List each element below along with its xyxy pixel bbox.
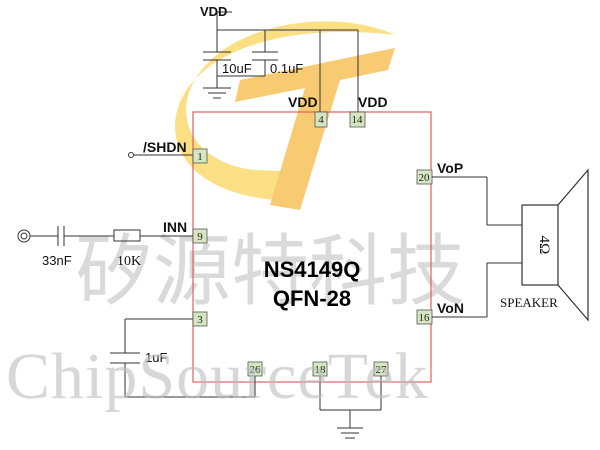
pin-14	[349, 111, 366, 128]
speaker-label: SPEAKER	[500, 295, 558, 310]
chip-name: NS4149Q	[264, 257, 361, 282]
pin9-num: 9	[197, 231, 203, 243]
pin-26	[247, 361, 263, 377]
cap-01uf-label: 0.1uF	[270, 61, 303, 76]
vop-label: VoP	[437, 160, 463, 176]
pin27-num: 27	[376, 364, 388, 376]
input-net	[17, 226, 193, 246]
pin14-num: 14	[352, 114, 364, 126]
inn-label: INN	[163, 219, 187, 235]
pin-3	[192, 311, 208, 327]
ground-net	[319, 376, 382, 439]
pin20-num: 20	[419, 172, 431, 184]
pin1-num: 1	[197, 151, 203, 163]
chip-package: QFN-28	[273, 286, 351, 311]
bypass-net	[110, 318, 256, 398]
pin4-num: 4	[318, 114, 324, 126]
shdn-net	[128, 152, 193, 158]
vdd-supply	[203, 11, 359, 112]
cap-10uf-label: 10uF	[222, 61, 252, 76]
speaker-icon	[521, 168, 589, 322]
pin14-label: VDD	[358, 94, 388, 110]
watermark-en: ChipSourceTek	[6, 340, 429, 413]
shdn-label: /SHDN	[143, 139, 187, 155]
cap-1uf-label: 1uF	[145, 350, 167, 365]
pin16-num: 16	[419, 312, 431, 324]
chip-body	[192, 111, 432, 383]
cap-33nf-label: 33nF	[42, 253, 72, 268]
vdd-label: VDD	[200, 4, 227, 19]
pin-4	[314, 111, 328, 128]
pin26-num: 26	[250, 364, 262, 376]
res-10k-label: 10K	[117, 254, 141, 269]
watermark-cn: 矽源特科技	[75, 227, 465, 317]
speaker-net	[432, 176, 522, 318]
pin18-num: 18	[315, 364, 327, 376]
pin4-label: VDD	[288, 94, 318, 110]
speaker-impedance: 4Ω	[536, 236, 552, 255]
pin3-num: 3	[197, 314, 203, 326]
von-label: VoN	[437, 300, 464, 316]
pin-1	[192, 148, 208, 164]
chipsourcetek-logo	[175, 21, 395, 210]
pin-9	[192, 228, 208, 244]
